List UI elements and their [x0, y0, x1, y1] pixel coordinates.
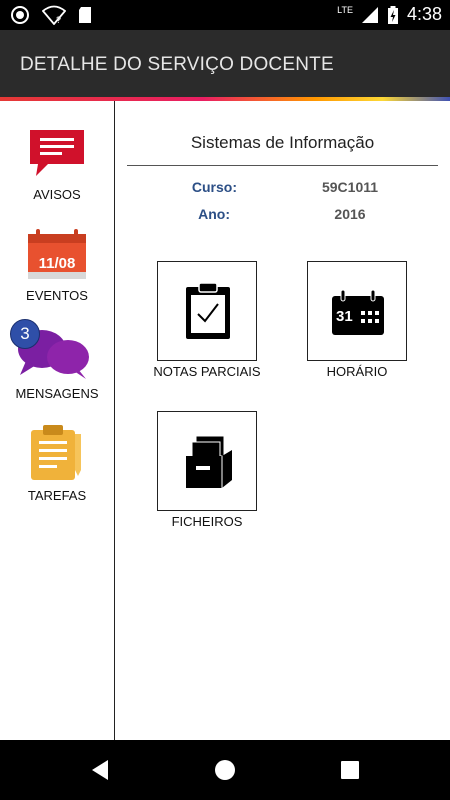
sidebar-item-label: AVISOS	[33, 187, 81, 202]
sidebar-item-tarefas[interactable]: TAREFAS	[0, 424, 114, 519]
unread-badge: 3	[10, 319, 40, 349]
ficheiros-button[interactable]	[157, 411, 257, 511]
calendar-icon	[332, 290, 384, 335]
tile-label: FICHEIROS	[171, 514, 243, 529]
sidebar-divider	[114, 101, 115, 740]
clock: 4:38	[406, 4, 442, 24]
status-bar: ? LTE 4:38	[0, 0, 450, 30]
wifi-icon: ?	[42, 5, 66, 25]
message-icon	[30, 130, 84, 176]
year-value: 2016	[334, 206, 366, 222]
lte-label: LTE	[337, 4, 353, 15]
svg-text:?: ?	[56, 15, 61, 25]
navigation-bar	[0, 740, 450, 800]
calendar-date: 11/08	[38, 255, 76, 272]
clipboard-icon	[31, 425, 81, 480]
sidebar: AVISOS 11/08 EVENTOS 3 MENSAGENS	[0, 101, 115, 740]
app-bar-accent-stripe	[0, 97, 450, 101]
record-icon	[11, 6, 29, 24]
battery-charging-icon	[387, 5, 398, 24]
horario-button[interactable]: 31	[307, 261, 407, 361]
status-left: ?	[10, 5, 92, 25]
notas-parciais-button[interactable]	[157, 261, 257, 361]
sidebar-item-mensagens[interactable]: 3 MENSAGENS	[0, 319, 114, 414]
clipboard-check-icon	[186, 282, 230, 339]
back-icon[interactable]	[88, 758, 112, 782]
signal-icon	[361, 6, 378, 23]
recents-icon[interactable]	[338, 758, 362, 782]
app-bar: DETALHE DO SERVIÇO DOCENTE	[0, 30, 450, 100]
file-cabinet-icon	[186, 435, 232, 488]
page-title: DETALHE DO SERVIÇO DOCENTE	[20, 54, 334, 75]
course-code-label: Curso:	[191, 179, 237, 195]
tile-label: NOTAS PARCIAIS	[153, 364, 261, 379]
sd-card-icon	[79, 7, 91, 23]
sidebar-item-label: MENSAGENS	[15, 386, 99, 401]
status-right: LTE 4:38	[337, 4, 442, 25]
divider	[127, 165, 438, 166]
course-code-value: 59C1011	[321, 179, 379, 195]
calendar-icon	[28, 229, 86, 279]
course-title: Sistemas de Informação	[190, 133, 375, 152]
sidebar-item-label: EVENTOS	[26, 288, 88, 303]
year-label: Ano:	[198, 206, 230, 222]
home-icon[interactable]	[213, 758, 237, 782]
tile-label: HORÁRIO	[326, 364, 388, 379]
sidebar-item-label: TAREFAS	[27, 488, 87, 503]
sidebar-item-avisos[interactable]: AVISOS	[0, 126, 114, 221]
sidebar-item-eventos[interactable]: 11/08 EVENTOS	[0, 226, 114, 321]
main-content: Sistemas de Informação Curso: 59C1011 An…	[115, 101, 450, 740]
calendar-date: 31	[336, 308, 353, 325]
